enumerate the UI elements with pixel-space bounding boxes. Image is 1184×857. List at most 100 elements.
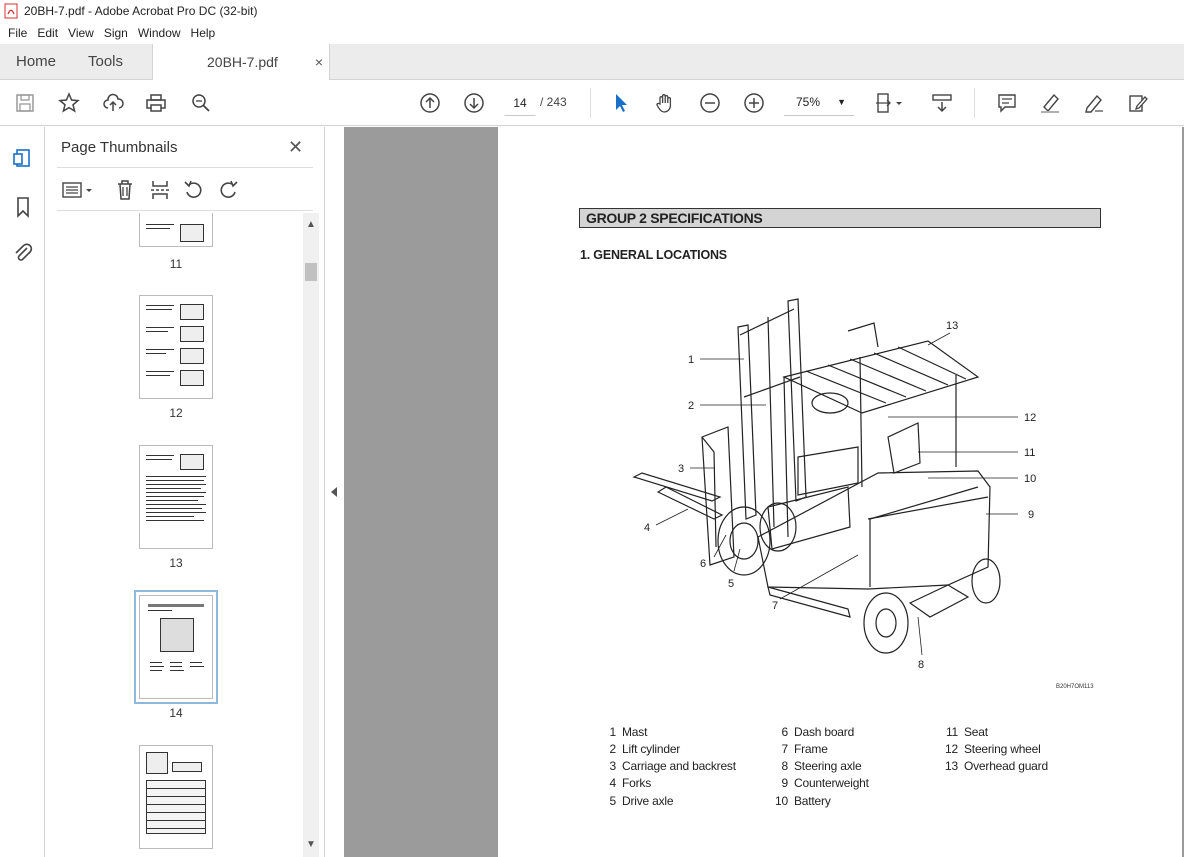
window-title: 20BH-7.pdf - Adobe Acrobat Pro DC (32-bi… <box>24 4 258 18</box>
menu-bar: File Edit View Sign Window Help <box>0 22 1184 44</box>
thumbnail-toolbar <box>57 167 313 211</box>
navigation-rail <box>0 127 45 857</box>
select-cursor-icon[interactable] <box>608 91 634 115</box>
save-icon[interactable] <box>12 91 38 115</box>
tab-bar: Home Tools 20BH-7.pdf × <box>0 44 1184 81</box>
thumbnail-page-14[interactable] <box>134 590 218 704</box>
scroll-mode-icon[interactable] <box>929 91 955 115</box>
menu-edit[interactable]: Edit <box>37 26 59 40</box>
thumbnail-page-11[interactable] <box>139 213 213 247</box>
figure-code: B20H7OM113 <box>1056 684 1094 690</box>
chevron-down-icon[interactable]: ▼ <box>306 839 316 850</box>
zoom-level-value: 75% <box>796 95 821 109</box>
pdf-page: GROUP 2 SPECIFICATIONS 1. GENERAL LOCATI… <box>498 127 1182 857</box>
rotate-counterclockwise-icon[interactable] <box>182 178 206 202</box>
thumbnail-list: 11 12 <box>57 213 303 857</box>
toolbar: 14 / 243 75% ▼ <box>0 80 1184 126</box>
thumbnail-label: 11 <box>169 257 183 271</box>
callout-11: 11 <box>1024 447 1035 459</box>
callout-lines <box>655 332 1018 656</box>
callout-4: 4 <box>644 522 650 534</box>
attachments-icon[interactable] <box>11 241 35 265</box>
zoom-search-icon[interactable] <box>188 91 214 115</box>
sign-pen-icon[interactable] <box>1081 91 1107 115</box>
tab-document[interactable]: 20BH-7.pdf × <box>152 44 330 81</box>
callout-9: 9 <box>1028 509 1034 521</box>
page-number-input[interactable]: 14 <box>504 90 536 116</box>
forklift-diagram: 1 2 3 4 5 6 7 8 9 10 11 12 13 <box>632 298 1036 671</box>
tab-home[interactable]: Home <box>16 53 57 70</box>
bookmark-star-icon[interactable] <box>56 91 82 115</box>
next-page-icon[interactable] <box>461 91 487 115</box>
chevron-down-icon[interactable] <box>893 91 905 115</box>
thumbnail-page-15[interactable] <box>139 745 213 849</box>
zoom-level-select[interactable]: 75% ▼ <box>784 90 854 116</box>
chevron-left-icon <box>331 487 337 497</box>
thumbnail-page-13[interactable] <box>139 445 213 549</box>
callout-13: 13 <box>946 320 958 332</box>
toolbar-divider <box>974 88 975 118</box>
callout-7: 7 <box>772 600 778 612</box>
document-view[interactable]: GROUP 2 SPECIFICATIONS 1. GENERAL LOCATI… <box>344 127 1184 857</box>
upload-cloud-icon[interactable] <box>100 91 126 115</box>
callout-10: 10 <box>1024 473 1036 485</box>
callout-numbers: 1 2 3 4 5 6 7 8 9 10 11 12 13 <box>644 320 1036 671</box>
thumbnail-options-icon[interactable] <box>61 178 95 202</box>
close-icon[interactable]: ✕ <box>288 137 304 157</box>
toolbar-divider <box>590 88 591 118</box>
chevron-up-icon[interactable]: ▲ <box>306 219 316 230</box>
menu-sign[interactable]: Sign <box>103 26 128 40</box>
callout-2: 2 <box>688 400 694 412</box>
thumbnail-label: 14 <box>169 706 183 720</box>
acrobat-icon <box>4 3 18 19</box>
page-thumbnails-icon[interactable] <box>11 147 35 171</box>
tab-close-icon[interactable]: × <box>314 54 323 70</box>
bookmarks-icon[interactable] <box>11 195 35 219</box>
scrollbar-thumb[interactable] <box>305 263 317 281</box>
callout-3: 3 <box>678 463 684 475</box>
group-heading: GROUP 2 SPECIFICATIONS <box>579 208 1101 228</box>
page-fit-icon[interactable] <box>872 91 898 115</box>
edit-pdf-icon[interactable] <box>1125 91 1151 115</box>
previous-page-icon[interactable] <box>417 91 443 115</box>
comment-icon[interactable] <box>994 91 1020 115</box>
thumbnail-label: 13 <box>169 556 183 570</box>
delete-page-icon[interactable] <box>113 178 137 202</box>
menu-help[interactable]: Help <box>190 26 216 40</box>
hand-tool-icon[interactable] <box>652 91 678 115</box>
title-bar: 20BH-7.pdf - Adobe Acrobat Pro DC (32-bi… <box>0 0 1184 22</box>
zoom-out-icon[interactable] <box>697 91 723 115</box>
insert-page-icon[interactable] <box>148 178 172 202</box>
thumbnail-scrollbar[interactable]: ▲ ▼ <box>303 213 319 857</box>
thumbnail-label: 12 <box>169 406 183 420</box>
tab-tools[interactable]: Tools <box>88 53 124 70</box>
menu-file[interactable]: File <box>8 26 28 40</box>
callout-1: 1 <box>688 354 694 366</box>
menu-view[interactable]: View <box>68 26 94 40</box>
menu-window[interactable]: Window <box>137 26 181 40</box>
callout-6: 6 <box>700 558 706 570</box>
callout-8: 8 <box>918 659 924 671</box>
thumbnail-page-12[interactable] <box>139 295 213 399</box>
print-icon[interactable] <box>143 91 169 115</box>
zoom-in-icon[interactable] <box>741 91 767 115</box>
forklift-drawing <box>632 298 1001 654</box>
panel-title: Page Thumbnails <box>61 139 178 156</box>
highlight-pen-icon[interactable] <box>1037 91 1063 115</box>
chevron-down-icon: ▼ <box>837 97 846 107</box>
collapse-panel-handle[interactable] <box>326 127 344 857</box>
section-heading: 1. GENERAL LOCATIONS <box>580 248 727 262</box>
rotate-clockwise-icon[interactable] <box>216 178 240 202</box>
